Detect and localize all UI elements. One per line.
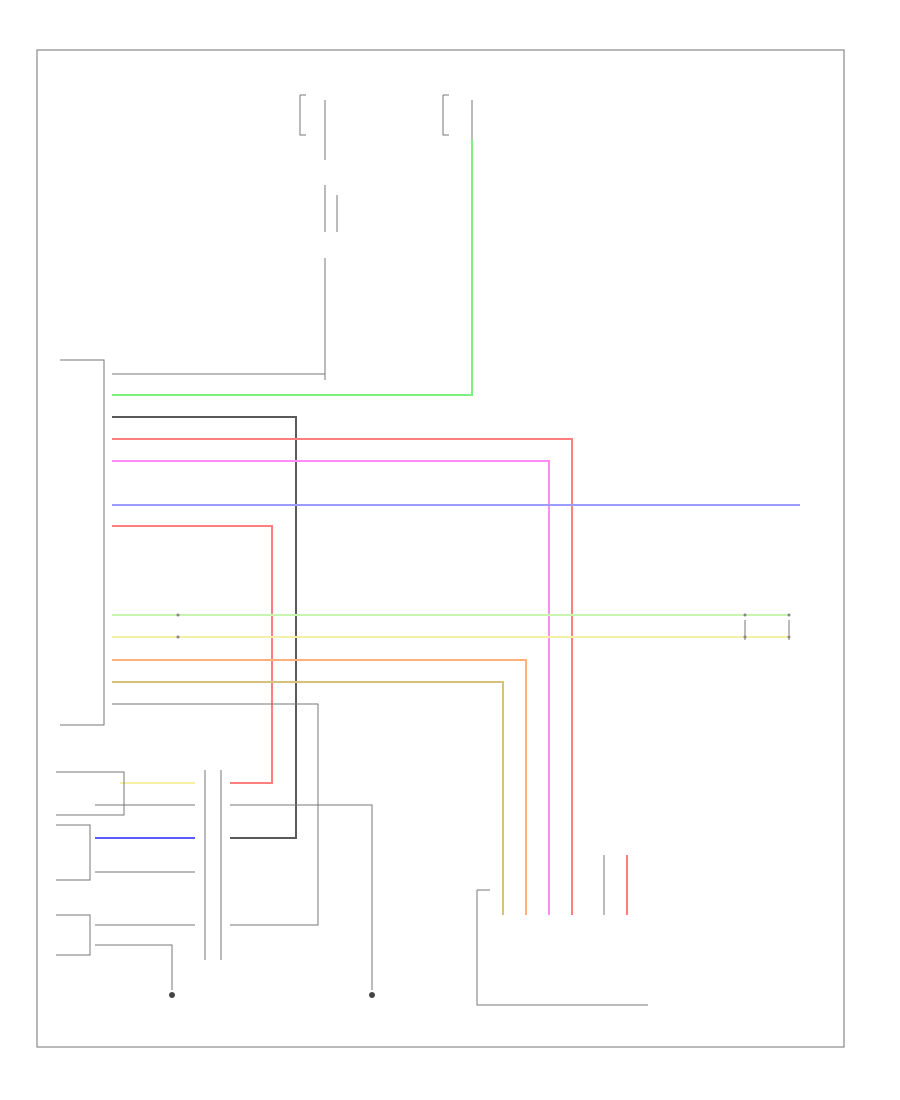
wire-grey-top (112, 300, 326, 375)
wire-green (112, 140, 473, 396)
ground-right (369, 992, 375, 998)
top-left-component (299, 94, 338, 380)
grounds (169, 992, 375, 998)
wire-grey (112, 703, 319, 926)
junction-marks (176, 613, 791, 639)
lower-left-switches (56, 771, 125, 956)
wires (95, 140, 800, 990)
top-right-component (442, 94, 473, 140)
wire-orange (112, 659, 527, 915)
wire-pink (112, 460, 550, 915)
ground-left (169, 992, 175, 998)
lower-junction-connector (204, 770, 222, 960)
diagram-frame (36, 49, 845, 1048)
wire-red-long (112, 438, 573, 915)
transmission-component (476, 889, 648, 1006)
wire-red-down (112, 525, 273, 784)
main-ecu-connector (60, 359, 105, 726)
wire-tan (112, 681, 504, 915)
wire-black (112, 416, 297, 839)
